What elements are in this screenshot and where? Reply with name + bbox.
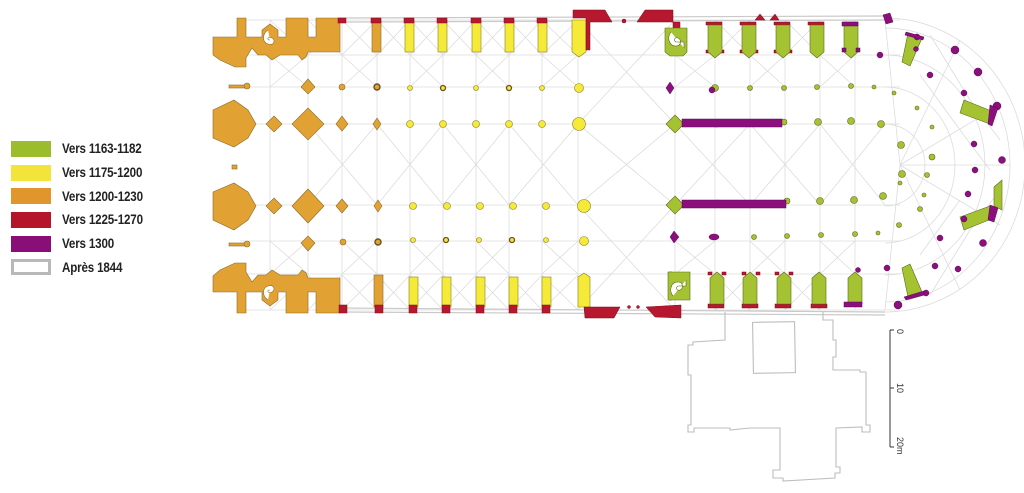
legend: Vers 1163-1182 Vers 1175-1200 Vers 1200-…: [11, 137, 201, 279]
legend-label: Vers 1200-1230: [62, 188, 143, 204]
choir-1163-1182: [664, 21, 1003, 305]
scale-bar: 0 10 20m: [889, 329, 905, 455]
nave-1175-1200: [404, 19, 591, 308]
legend-label: Vers 1175-1200: [62, 165, 143, 181]
legend-item-1225-1270: Vers 1225-1270: [11, 208, 201, 232]
legend-item-1200-1230: Vers 1200-1230: [11, 184, 201, 208]
swatch-orange: [11, 188, 51, 205]
legend-label: Vers 1163-1182: [62, 141, 142, 157]
sacristy-outline-apres-1844: [687, 312, 871, 482]
stair-spirals: [263, 29, 275, 301]
chapels-1300: [665, 12, 1006, 310]
legend-item-1175-1200: Vers 1175-1200: [11, 161, 201, 185]
outer-walls: [339, 15, 886, 316]
scale-tick-10: 10: [895, 383, 905, 393]
swatch-purple: [11, 235, 51, 252]
scale-tick-20m: 20m: [895, 437, 905, 455]
legend-item-1163-1182: Vers 1163-1182: [11, 137, 201, 161]
legend-label: Vers 1300: [62, 236, 115, 252]
swatch-outline: [11, 259, 51, 276]
west-facade-1200-1230: [212, 17, 384, 314]
legend-label: Après 1844: [62, 259, 123, 275]
choir-stair-spirals: [668, 31, 687, 297]
legend-label: Vers 1225-1270: [62, 212, 143, 228]
scale-tick-0: 0: [895, 329, 905, 334]
legend-item-1300: Vers 1300: [11, 232, 201, 256]
swatch-green: [11, 140, 51, 157]
swatch-yellow: [11, 164, 51, 181]
legend-item-apres-1844: Après 1844: [11, 255, 201, 279]
swatch-red: [11, 211, 51, 228]
